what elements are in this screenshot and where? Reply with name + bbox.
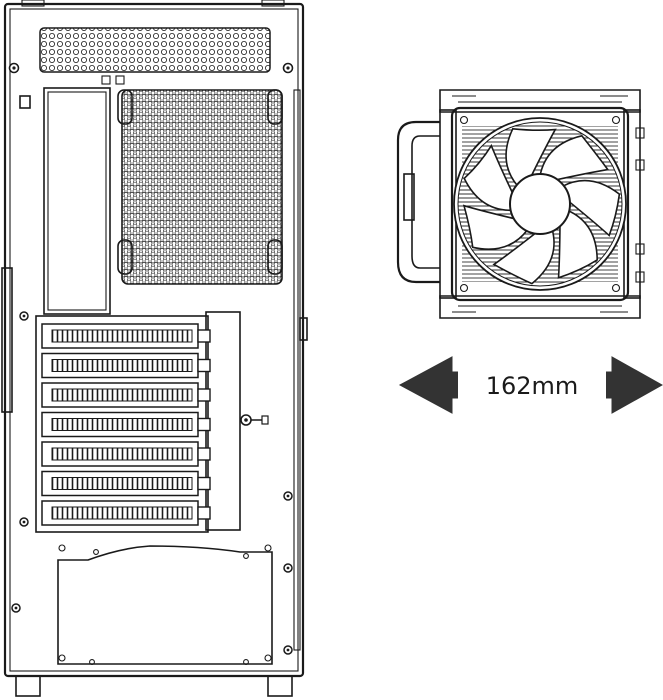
screw-icon (283, 491, 293, 501)
pci-slot-cover (41, 411, 211, 438)
case-top-tab-right (261, 0, 285, 7)
fan-mount-hole (611, 115, 621, 125)
thumbscrew-icon (240, 414, 269, 426)
fan-blade (462, 204, 529, 250)
screw-icon (19, 311, 29, 321)
top-vent-mesh (39, 27, 271, 73)
psu-screw-holes (58, 544, 272, 665)
case-side-rail (293, 89, 301, 651)
pci-retention-cover (205, 311, 241, 531)
fan-clip-notches (635, 127, 645, 283)
pci-slot-cover (41, 352, 211, 379)
fan-blade (539, 134, 610, 181)
fan-blade (560, 179, 621, 237)
fan-blades (462, 127, 621, 285)
fan-blade (505, 127, 557, 188)
fan-mount-hole (459, 283, 469, 293)
case-left-bracket (1, 267, 13, 413)
led-indicator (101, 75, 111, 85)
heatsink-bottom-cap (439, 295, 641, 319)
rear-fan-mesh (121, 89, 283, 285)
fan-mount-hole (459, 115, 469, 125)
pci-slot-cover (41, 382, 211, 408)
screw-icon (283, 645, 293, 655)
fan-mount-slot (267, 89, 283, 125)
fan-frame (450, 106, 630, 302)
pc-case-rear-view (1, 0, 308, 697)
pci-slot-cover (41, 500, 211, 526)
fan-blade (557, 209, 598, 279)
io-shield-area (43, 87, 111, 315)
pci-slot-group (41, 323, 211, 526)
pci-slot-cover (41, 323, 211, 349)
pci-slot-cover (41, 470, 211, 497)
case-side-latch (299, 317, 308, 341)
led-indicator (115, 75, 125, 85)
fan-mount-hole (611, 283, 621, 293)
dimension-label-bg (458, 366, 606, 404)
fan-blade (463, 143, 515, 212)
io-shield-inner (47, 91, 107, 311)
heatpipe-clip (403, 173, 415, 221)
pci-slot-cover (41, 441, 211, 467)
mount-tab (19, 95, 31, 109)
heatpipe-loop-inner (411, 135, 440, 269)
cpu-cooler-front-view (396, 89, 645, 319)
case-top-tab-left (21, 0, 45, 7)
screw-icon (283, 563, 293, 573)
fan-blade (492, 228, 555, 285)
case-inner-frame (9, 8, 299, 672)
fan-hub (509, 173, 571, 235)
psu-mount-outline (57, 545, 273, 665)
dimension-arrow: 162mm (398, 356, 663, 414)
case-foot-right (267, 675, 293, 697)
heatpipe-loop (396, 120, 440, 284)
fan-mount-slot (117, 239, 133, 275)
screw-icon (282, 62, 294, 74)
fan-mount-slot (117, 89, 133, 125)
screw-icon (11, 603, 21, 613)
screw-icon (19, 517, 29, 527)
fan-mount-slot (267, 239, 283, 275)
screw-icon (8, 62, 20, 74)
case-foot-left (15, 675, 41, 697)
dimension-label: 162mm (486, 372, 579, 400)
